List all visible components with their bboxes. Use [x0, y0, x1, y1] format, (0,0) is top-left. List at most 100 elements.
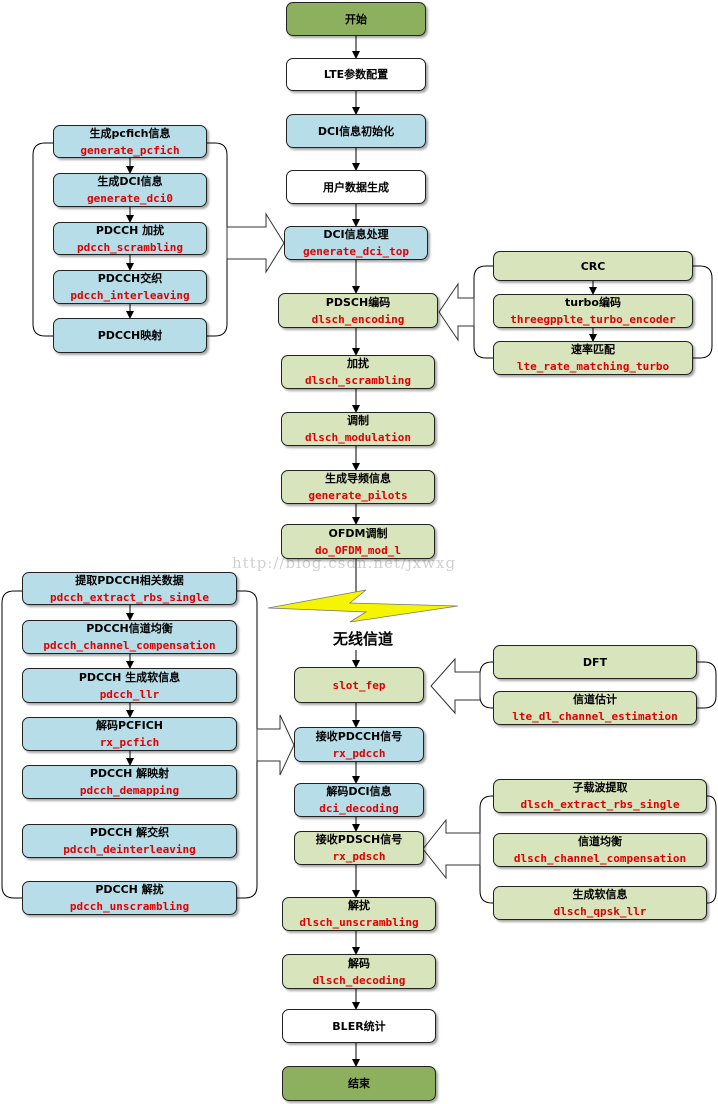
node-title: OFDM调制 — [328, 526, 388, 540]
node-title: PDCCH 生成软信息 — [78, 670, 181, 684]
node-function: dlsch_qpsk_llr — [553, 905, 647, 918]
node-function: dci_decoding — [319, 802, 399, 815]
node-function: dlsch_extract_rbs_single — [520, 798, 680, 811]
group-bracket — [479, 661, 493, 709]
start-node[interactable]: 开始 — [286, 2, 426, 36]
node-title: 解码PCFICH — [95, 719, 164, 732]
node-function: pdcch_channel_compensation — [43, 639, 216, 652]
node-function: rx_pdsch — [332, 850, 386, 863]
group-bracket — [697, 661, 717, 709]
encode-group-item[interactable]: CRC — [493, 251, 693, 281]
node-title: PDCCH 加扰 — [95, 223, 165, 237]
node-title: 解码 — [348, 956, 370, 970]
dci-decoding-node[interactable]: 解码DCI信息 dci_decoding — [294, 783, 424, 817]
node-title: 结束 — [348, 1077, 370, 1090]
node-title: 子载波提取 — [572, 781, 628, 794]
user-data-node[interactable]: 用户数据生成 — [286, 170, 426, 204]
node-title: 生成pcfich信息 — [89, 126, 171, 140]
node-function: dlsch_unscrambling — [299, 916, 419, 929]
group-bracket — [693, 265, 713, 359]
slot-fep-node[interactable]: slot_fep — [294, 667, 424, 703]
pdsch-encode-node[interactable]: PDSCH编码 dlsch_encoding — [278, 293, 438, 328]
node-function: dlsch_encoding — [311, 312, 405, 326]
group-bracket — [237, 590, 258, 899]
node-title: PDCCH 解映射 — [89, 767, 170, 780]
wireless-channel-label: 无线信道 — [333, 630, 394, 648]
node-title: 信道均衡 — [578, 835, 622, 848]
end-node[interactable]: 结束 — [282, 1066, 436, 1101]
node-function: pdcch_scrambling — [77, 240, 183, 254]
node-title: 解码DCI信息 — [326, 785, 392, 798]
pdcch-rx-item[interactable]: PDCCH 解交织 pdcch_deinterleaving — [22, 824, 237, 858]
unscrambling-node[interactable]: 解扰 dlsch_unscrambling — [282, 897, 436, 931]
block-arrow-left — [430, 657, 481, 715]
dci-init-node[interactable]: DCI信息初始化 — [286, 114, 426, 148]
lte-config-node[interactable]: LTE参数配置 — [286, 58, 426, 91]
group-bracket — [479, 795, 493, 904]
pdcch-rx-item[interactable]: PDCCH信道均衡 pdcch_channel_compensation — [22, 620, 237, 654]
node-title: 信道估计 — [573, 693, 617, 706]
node-title: PDCCH 解扰 — [95, 883, 164, 896]
node-function: rx_pdcch — [332, 746, 386, 760]
node-function: generate_pilots — [308, 489, 408, 502]
lightning-icon — [267, 589, 459, 623]
block-arrow-left — [422, 818, 481, 880]
rx-pdsch-node[interactable]: 接收PDSCH信号 rx_pdsch — [294, 831, 424, 865]
block-arrow-left — [438, 282, 475, 342]
node-title: 调制 — [347, 414, 369, 427]
node-function: do_OFDM_mod_l — [314, 543, 402, 557]
node-title: PDCCH 解交织 — [89, 826, 170, 839]
node-title: 开始 — [345, 12, 367, 26]
node-title: slot_fep — [332, 678, 386, 692]
modulation-node[interactable]: 调制 dlsch_modulation — [281, 412, 435, 446]
node-function: generate_pcfich — [80, 143, 180, 157]
node-title: PDCCH映射 — [97, 329, 163, 342]
node-title: 加扰 — [347, 357, 369, 370]
decoding-node[interactable]: 解码 dlsch_decoding — [282, 954, 436, 989]
node-title: CRC — [580, 259, 606, 273]
pdcch-rx-item[interactable]: PDCCH 解映射 pdcch_demapping — [22, 765, 237, 799]
dci-group-item[interactable]: PDCCH映射 — [53, 318, 207, 353]
node-function: dlsch_modulation — [305, 431, 411, 444]
node-title: 速率匹配 — [571, 343, 615, 356]
node-title: BLER统计 — [332, 1019, 386, 1033]
pdsch-rx-item[interactable]: 子载波提取 dlsch_extract_rbs_single — [493, 779, 707, 813]
ofdm-mod-node[interactable]: OFDM调制 do_OFDM_mod_l — [281, 524, 435, 559]
node-title: PDCCH信道均衡 — [86, 622, 173, 635]
pdcch-rx-item[interactable]: 解码PCFICH rx_pcfich — [22, 717, 237, 751]
group-bracket — [473, 265, 493, 359]
fep-group-item[interactable]: DFT — [493, 645, 697, 679]
node-title: PDSCH编码 — [325, 295, 391, 309]
pilots-node[interactable]: 生成导频信息 generate_pilots — [281, 470, 435, 504]
node-function: dlsch_scrambling — [305, 374, 411, 387]
node-function: pdcch_deinterleaving — [63, 843, 196, 856]
scrambling-node[interactable]: 加扰 dlsch_scrambling — [281, 355, 435, 389]
node-title: 生成导频信息 — [325, 472, 391, 485]
dci-group-item[interactable]: 生成pcfich信息 generate_pcfich — [53, 125, 207, 158]
bler-node[interactable]: BLER统计 — [282, 1009, 436, 1043]
group-bracket — [707, 795, 717, 904]
node-function: dlsch_decoding — [312, 973, 406, 987]
encode-group-item[interactable]: turbo编码 threegpplte_turbo_encoder — [493, 294, 693, 328]
dci-group-item[interactable]: PDCCH 加扰 pdcch_scrambling — [53, 222, 207, 255]
node-title: 接收PDSCH信号 — [315, 833, 403, 846]
node-function: pdcch_demapping — [79, 784, 180, 797]
node-title: turbo编码 — [565, 296, 621, 309]
block-arrow-right — [226, 212, 285, 274]
node-function: rx_pcfich — [99, 736, 160, 749]
group-bracket — [1, 590, 22, 899]
node-title: 解扰 — [348, 899, 370, 912]
node-function: threegpplte_turbo_encoder — [510, 313, 676, 326]
